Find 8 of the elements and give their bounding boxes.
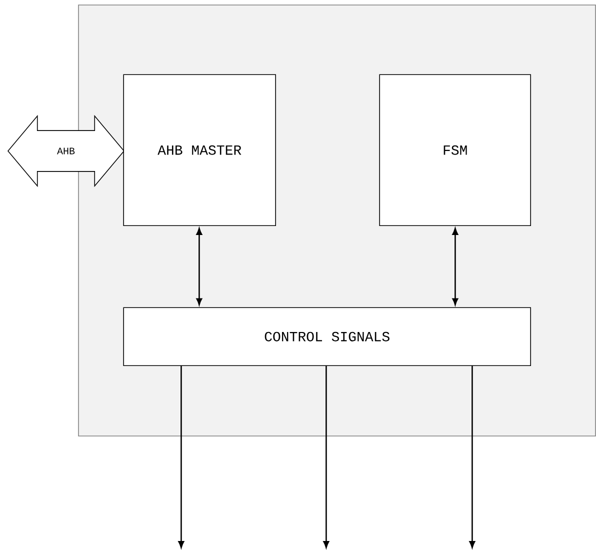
arrow (196, 228, 202, 306)
process-box: FSM (379, 74, 531, 226)
arrow (469, 366, 476, 548)
arrow (323, 366, 330, 548)
arrow (452, 228, 458, 306)
arrow (178, 366, 184, 548)
process-box: AHB MASTER (123, 74, 276, 226)
process-box: CONTROL SIGNALS (123, 307, 531, 366)
